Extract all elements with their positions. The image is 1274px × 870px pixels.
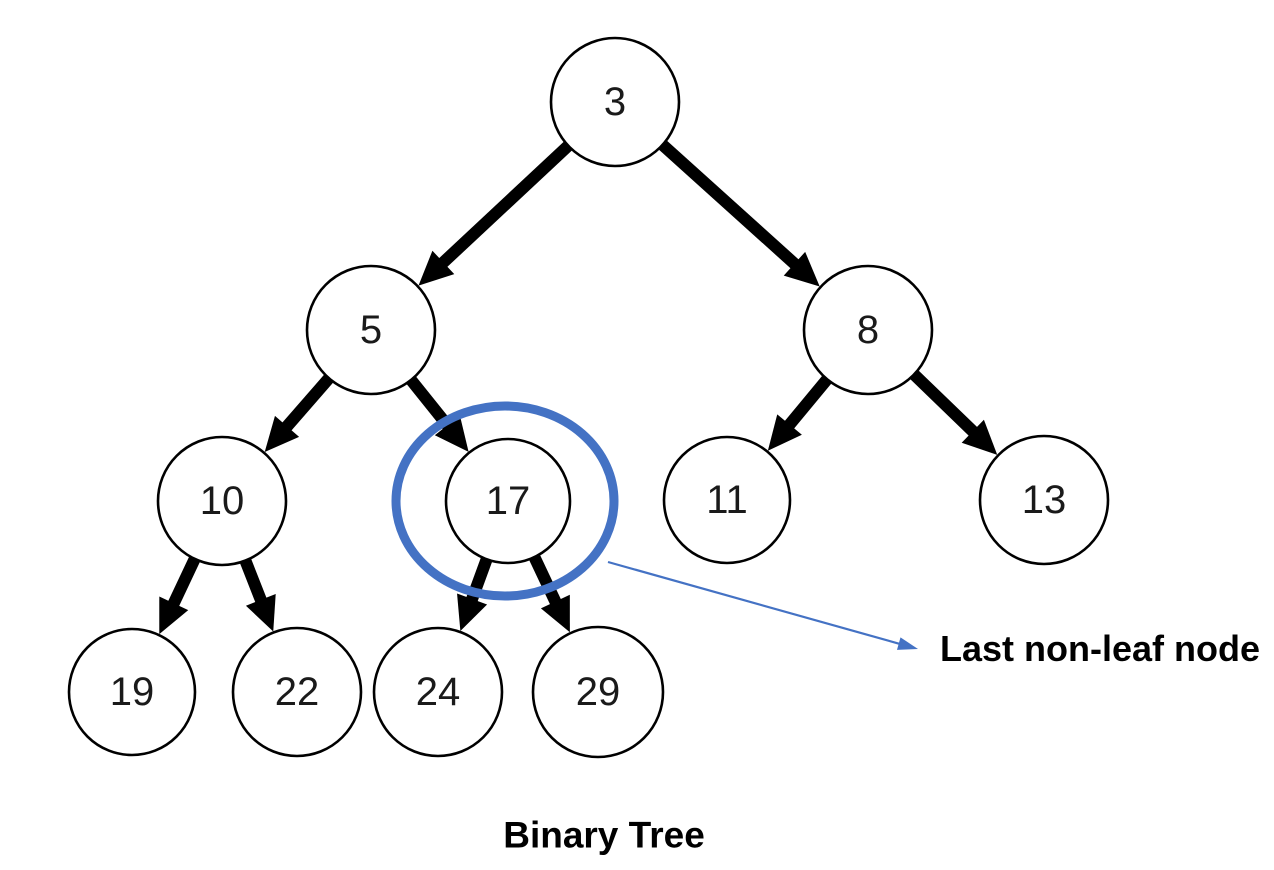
edge-3-8 [657,139,802,271]
tree-node-circle-29 [531,625,665,759]
edge-arrowhead-3-8 [783,251,820,287]
tree-node-circle-10 [156,435,288,567]
tree-node-label-3: 3 [604,80,626,124]
tree-node-circle-22 [231,626,363,758]
edge-arrowhead-17-29 [540,594,570,633]
tree-node-label-13: 13 [1022,478,1067,522]
edge-5-10 [279,372,335,434]
tree-node-circle-8 [802,264,934,396]
annotation-label: Last non-leaf node [940,628,1261,669]
tree-node-circle-24 [372,626,504,758]
tree-node-label-10: 10 [200,479,245,523]
tree-node-circle-19 [67,627,197,757]
tree-node-label-24: 24 [416,670,461,714]
tree-node-circle-3 [549,36,681,168]
edge-arrowhead-5-17 [434,415,469,452]
edge-3-5 [436,139,574,270]
tree-node-label-22: 22 [275,670,320,714]
edge-arrowhead-17-24 [457,593,488,631]
tree-node-circle-11 [662,435,792,565]
tree-node-circle-17 [444,437,572,565]
tree-node-circle-5 [305,264,437,396]
edge-arrowhead-3-5 [418,250,455,286]
edge-arrowhead-10-19 [159,596,189,635]
edge-arrowhead-10-22 [245,594,276,632]
tree-node-circle-13 [978,434,1110,566]
edge-17-29 [528,552,563,608]
edge-arrowhead-8-13 [961,419,998,455]
edge-arrowhead-8-11 [767,414,802,451]
tree-node-label-8: 8 [857,308,879,352]
edge-8-11 [782,373,834,432]
tree-node-label-29: 29 [576,670,621,714]
diagram-caption: Binary Tree [503,814,705,856]
tree-node-label-19: 19 [110,670,155,714]
tree-node-label-17: 17 [486,479,531,523]
tree-node-label-5: 5 [360,308,382,352]
pointer-arrowhead [896,637,918,650]
edge-10-22 [239,556,268,606]
edge-8-13 [908,368,980,439]
pointer-arrow-line [607,560,901,646]
tree-node-label-11: 11 [706,478,748,522]
edge-arrowhead-5-10 [264,415,300,452]
highlight-ellipse [391,401,619,601]
edge-10-19 [166,554,201,610]
